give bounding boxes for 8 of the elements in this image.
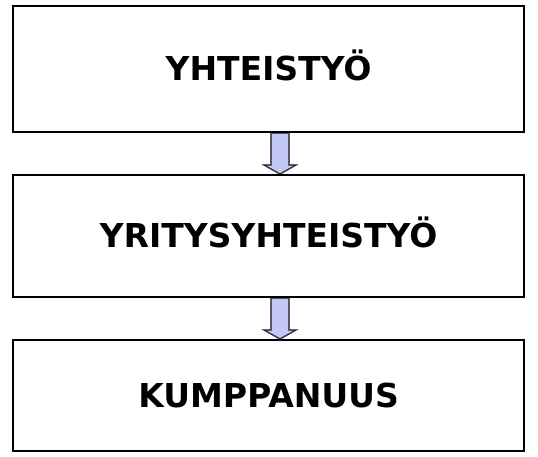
block-arrow <box>261 132 299 175</box>
process-box <box>12 339 525 452</box>
process-box <box>12 174 525 298</box>
process-box <box>12 5 525 133</box>
box-label: YHTEISTYÖ <box>166 48 372 90</box>
block-arrow <box>261 297 299 340</box>
box-label: KUMPPANUUS <box>138 374 399 417</box>
box-label: YRITYSYHTEISTYÖ <box>100 215 438 258</box>
